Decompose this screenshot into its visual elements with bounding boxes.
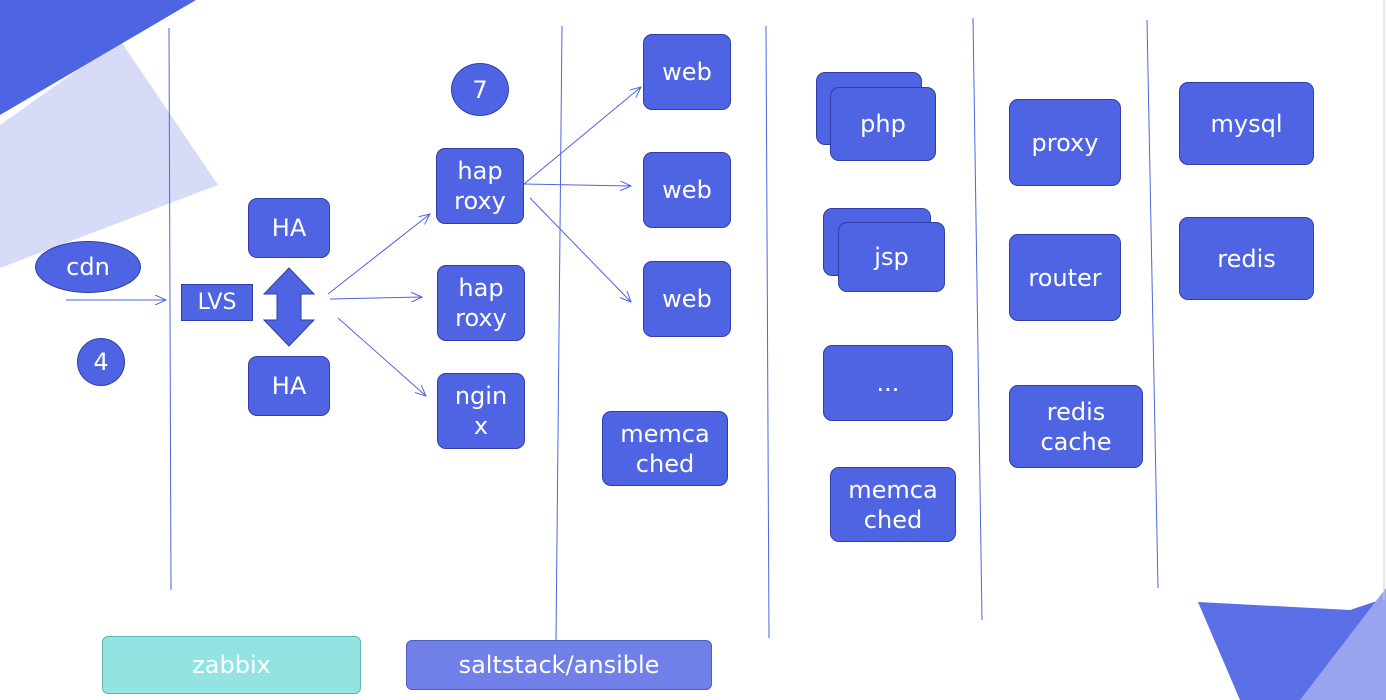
arrow-haproxy-web-1 (523, 87, 641, 185)
arrow-haproxy-web-3 (529, 197, 631, 302)
web-node-3: web (643, 261, 731, 337)
web-node-2: web (643, 152, 731, 228)
arrow-lvs-haproxy-2 (329, 297, 422, 299)
proxy-node: proxy (1009, 99, 1121, 186)
double-arrow-icon (262, 267, 316, 347)
memcached-node-1: memca ched (602, 411, 728, 486)
saltstack-bar: saltstack/ansible (406, 640, 712, 690)
corner-decor-light (0, 40, 218, 268)
divider-line-1 (168, 27, 172, 591)
divider-line-2 (555, 25, 563, 641)
cdn-node: cdn (35, 241, 141, 293)
jsp-node: jsp (838, 222, 945, 292)
redis-node: redis (1179, 217, 1314, 300)
badge-4: 4 (77, 338, 125, 386)
arrow-lvs-haproxy-1 (327, 214, 430, 295)
ha-bottom-node: HA (248, 356, 330, 416)
memcached-node-2: memca ched (830, 467, 956, 542)
badge-7: 7 (451, 63, 509, 116)
redis-cache-node: redis cache (1009, 385, 1143, 468)
mysql-node: mysql (1179, 82, 1314, 165)
haproxy-node-1: hap roxy (436, 148, 524, 224)
web-node-1: web (643, 34, 731, 110)
ha-top-node: HA (248, 198, 330, 258)
divider-line-4 (972, 17, 983, 621)
arrow-lvs-nginx (337, 317, 426, 396)
zabbix-bar: zabbix (102, 636, 361, 694)
nginx-node: ngin x (437, 373, 525, 449)
divider-line-3 (765, 25, 770, 639)
corner-decor-dark (0, 0, 196, 115)
lvs-node: LVS (181, 284, 253, 321)
haproxy-node-2: hap roxy (437, 265, 525, 341)
ellipsis-node: ... (823, 345, 953, 421)
router-node: router (1009, 234, 1121, 321)
arrow-haproxy-web-2 (523, 184, 631, 186)
php-node: php (830, 87, 936, 161)
corner-decor-bottom-light (1300, 588, 1386, 700)
divider-line-5 (1146, 19, 1159, 589)
